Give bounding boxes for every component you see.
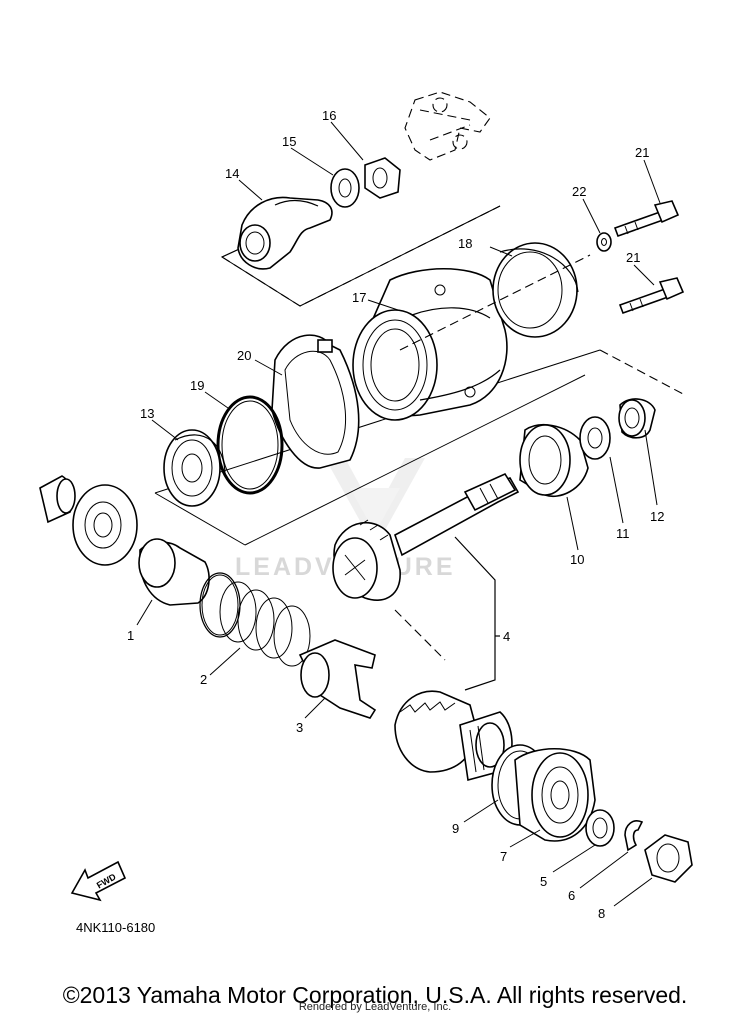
part-7-bearing bbox=[514, 747, 596, 842]
part-6-lock-washer bbox=[624, 820, 644, 852]
callout-21-upper: 21 bbox=[635, 145, 649, 160]
group-frame-middle bbox=[154, 349, 686, 546]
part-15-washer bbox=[330, 168, 360, 208]
part-13-bearing bbox=[163, 429, 226, 507]
callout-13: 13 bbox=[140, 406, 154, 421]
part-19-o-ring bbox=[216, 395, 284, 495]
callout-numbers: 16 15 14 21 22 18 21 17 20 19 13 12 11 1… bbox=[127, 108, 664, 921]
callout-10: 10 bbox=[570, 552, 584, 567]
callout-12: 12 bbox=[650, 509, 664, 524]
part-21-bolt-lower bbox=[618, 277, 685, 315]
callout-6: 6 bbox=[568, 888, 575, 903]
part-20-shim-plate bbox=[271, 334, 360, 469]
callout-4: 4 bbox=[503, 629, 510, 644]
callout-1: 1 bbox=[127, 628, 134, 643]
callout-16: 16 bbox=[322, 108, 336, 123]
part-10-bearing bbox=[519, 424, 589, 497]
callout-2: 2 bbox=[200, 672, 207, 687]
callout-9: 9 bbox=[452, 821, 459, 836]
callout-18: 18 bbox=[458, 236, 472, 251]
callout-14: 14 bbox=[225, 166, 239, 181]
diagram-part-code: 4NK110-6180 bbox=[76, 920, 156, 935]
callout-20: 20 bbox=[237, 348, 251, 363]
copyright-notice: ©2013 Yamaha Motor Corporation, U.S.A. A… bbox=[62, 982, 688, 1008]
rendered-by-notice: Rendered by LeadVenture, Inc. bbox=[298, 1001, 452, 1013]
part-21-bolt-upper bbox=[613, 200, 680, 238]
left-bearing bbox=[72, 484, 138, 566]
part-8-nut bbox=[644, 834, 693, 883]
part-11-washer bbox=[579, 416, 611, 460]
callout-22: 22 bbox=[572, 184, 586, 199]
callout-19: 19 bbox=[190, 378, 204, 393]
part-14-yoke bbox=[237, 196, 333, 270]
part-2-spring bbox=[199, 572, 311, 667]
leadventure-watermark-logo bbox=[325, 458, 425, 548]
callout-15: 15 bbox=[282, 134, 296, 149]
callout-21-lower: 21 bbox=[626, 250, 640, 265]
part-12-oil-seal bbox=[618, 398, 656, 439]
leader-lines bbox=[136, 121, 661, 907]
universal-joint-outline bbox=[404, 91, 491, 161]
part-18-ring-nut bbox=[492, 242, 579, 338]
callout-7: 7 bbox=[500, 849, 507, 864]
part-17-gear-housing bbox=[352, 268, 508, 421]
part-1-collar bbox=[138, 538, 210, 606]
part-3-coupling bbox=[298, 639, 377, 719]
part-16-nut bbox=[364, 157, 401, 199]
callout-5: 5 bbox=[540, 874, 547, 889]
fwd-arrow-icon bbox=[70, 860, 127, 902]
part-5-washer bbox=[585, 809, 615, 847]
callout-3: 3 bbox=[296, 720, 303, 735]
callout-17: 17 bbox=[352, 290, 366, 305]
part-4-pinion-shaft bbox=[332, 472, 520, 601]
left-shaft-stub bbox=[39, 475, 76, 524]
callout-11: 11 bbox=[616, 526, 630, 541]
callout-8: 8 bbox=[598, 906, 605, 921]
part-4-ring-gear bbox=[394, 690, 513, 782]
part-22-washer bbox=[596, 232, 612, 252]
